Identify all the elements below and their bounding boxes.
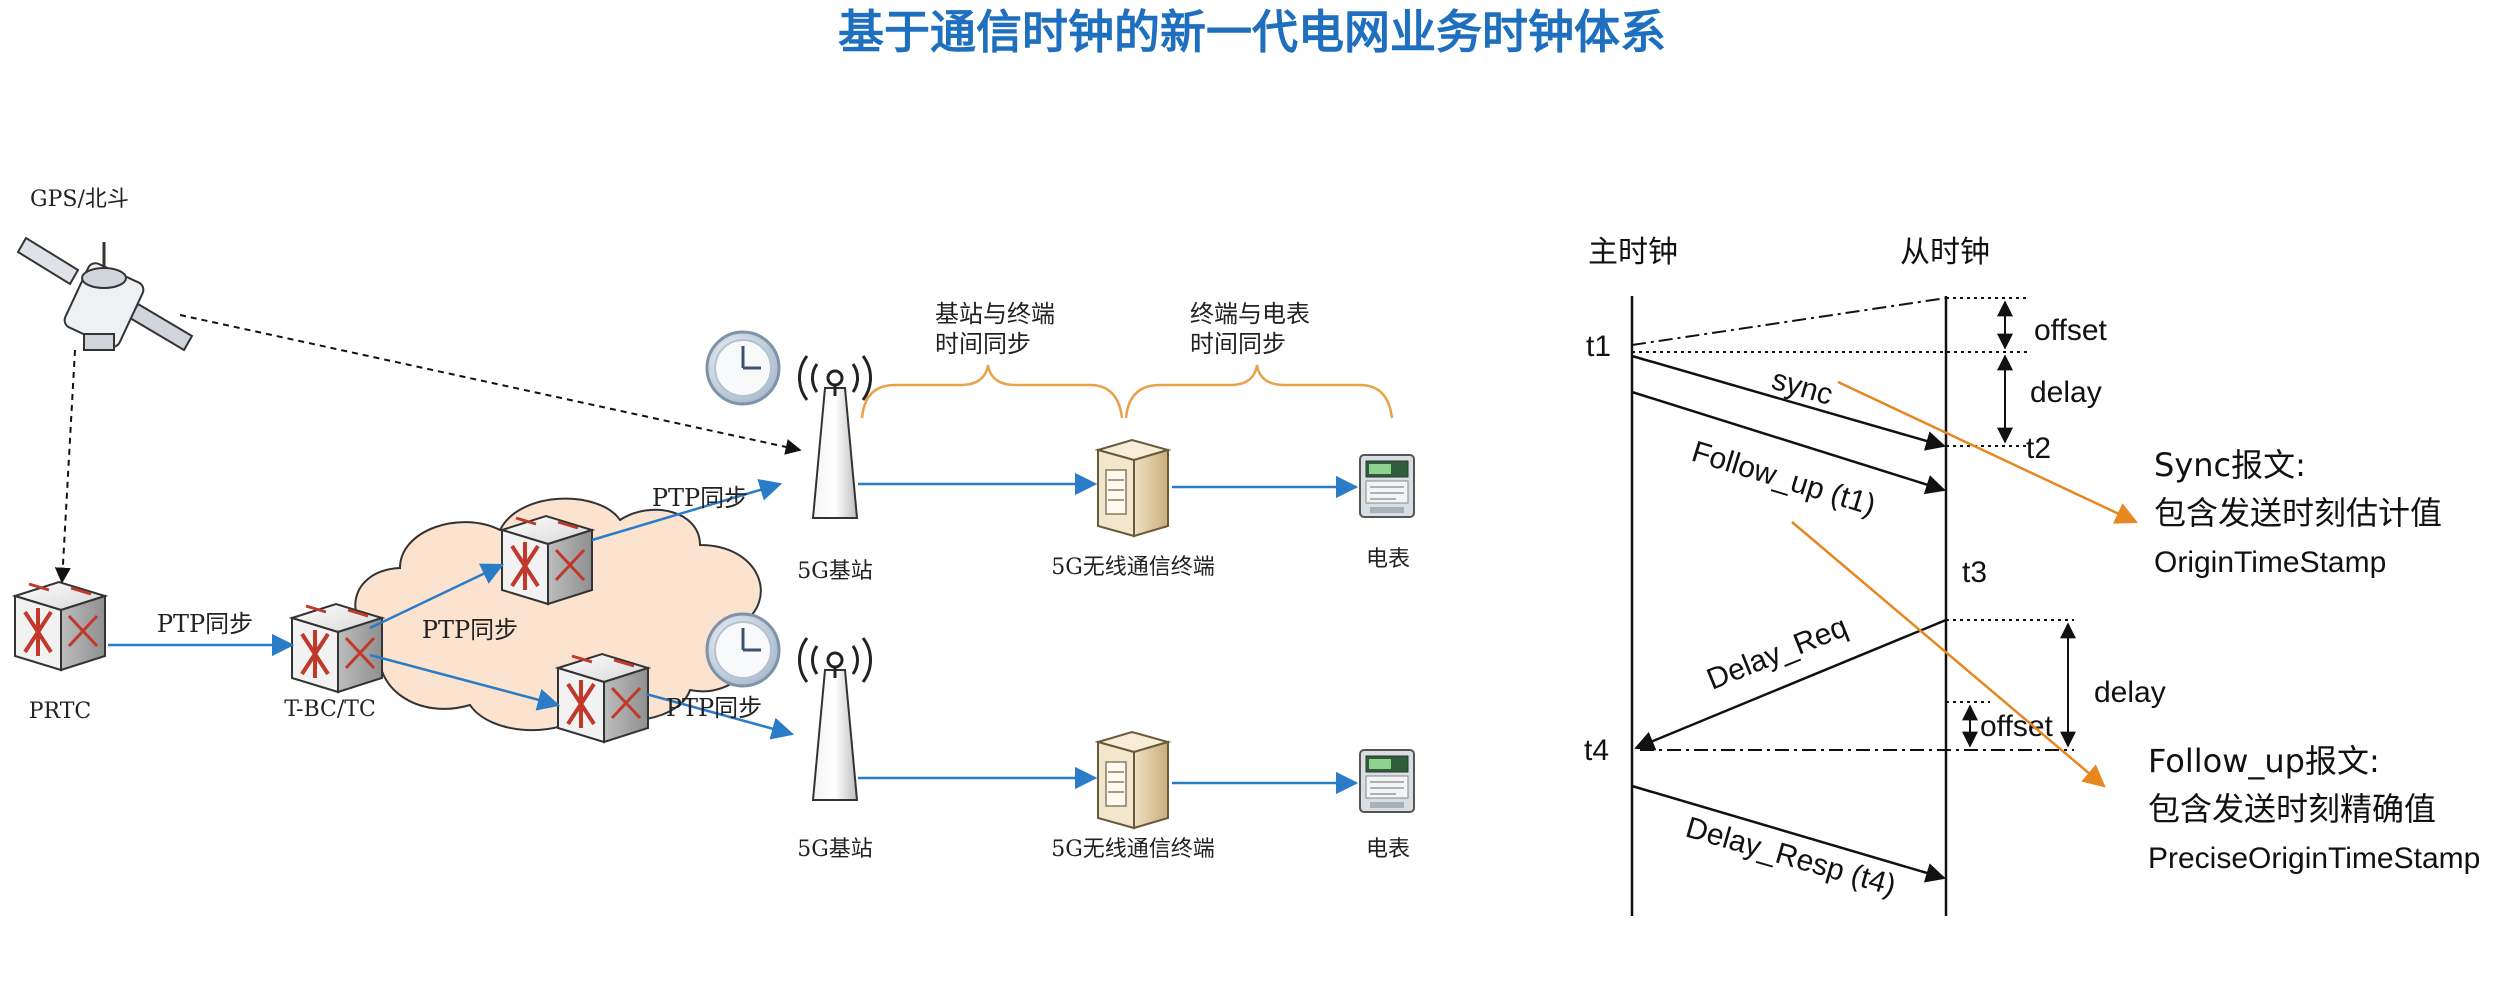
delay-right-label: delay: [2094, 676, 2166, 709]
prtc-switch-icon: [13, 580, 107, 672]
meter-label-bottom: 电表: [1366, 837, 1410, 862]
sync-note-line2: 包含发送时刻估计值: [2154, 494, 2442, 532]
follow-note-line3: PreciseOriginTimeStamp: [2148, 842, 2480, 875]
bracket-terminal-meter-line1: 终端与电表: [1190, 300, 1310, 328]
bracket-terminal-meter: [1124, 364, 1394, 419]
cloud-shape: [354, 497, 762, 732]
clock-icon-bottom: [705, 612, 781, 688]
prtc-label: PRTC: [29, 699, 92, 724]
basestation-antenna-icon-bottom: [797, 636, 873, 802]
meter-label-top: 电表: [1366, 547, 1410, 572]
terminal-icon-top: [1097, 439, 1169, 537]
delay-req-message-arrow: [1634, 618, 1947, 751]
delay-req-message-label: Delay_Req: [1702, 610, 1852, 696]
satellite-icon: [16, 236, 194, 352]
sync-note-line3: OriginTimeStamp: [2154, 546, 2386, 579]
terminal-icon-bottom: [1097, 731, 1169, 829]
offset-bottom-label: offset: [1980, 710, 2053, 743]
meter-icon-top: [1359, 454, 1415, 518]
t4-label: t4: [1584, 734, 1609, 767]
bracket-bs-terminal: [860, 364, 1124, 419]
gps-label: GPS/北斗: [30, 187, 129, 212]
clock-icon-top: [705, 330, 781, 406]
cloud-to-bottom-basestation-link: [645, 692, 795, 740]
delay-top-label: delay: [2030, 376, 2102, 409]
sync-message-arrow: [1631, 354, 1946, 451]
tbc-label: T-BC/TC: [284, 697, 376, 722]
sync-note-pointer: [1837, 380, 2139, 524]
cloud-to-top-basestation-link: [591, 478, 783, 542]
master-clock-label: 主时钟: [1588, 235, 1678, 270]
terminal-label-top: 5G无线通信终端: [1051, 555, 1215, 580]
ptp-sync-label-cloud: PTP同步: [422, 616, 518, 644]
bracket-bs-terminal-line1: 基站与终端: [935, 300, 1055, 328]
tbc-switch-icon: [290, 602, 384, 694]
sync-note-line1: Sync报文:: [2154, 446, 2306, 484]
gps-to-basestation-link: [179, 314, 802, 455]
basestation-label-bottom: 5G基站: [797, 837, 873, 862]
tbc-to-cloud-bottom-link: [369, 653, 561, 711]
follow-note-pointer: [1791, 521, 2106, 788]
follow-up-message-label: Follow_up (t1): [1688, 435, 1879, 522]
offset-top-label: offset: [2034, 314, 2107, 347]
cloud-bottom-switch-icon: [556, 652, 650, 744]
basestation-antenna-icon-top: [797, 354, 873, 520]
follow-up-message-arrow: [1631, 390, 1946, 495]
ptp-sync-label-bottom: PTP同步: [666, 694, 762, 722]
meter-icon-bottom: [1359, 749, 1415, 813]
basestation-label-top: 5G基站: [797, 559, 873, 584]
cloud-top-switch-icon: [500, 514, 594, 606]
t3-label: t3: [1962, 556, 1987, 589]
ptp-sync-label-prtc: PTP同步: [157, 610, 253, 638]
delay-resp-message-arrow: [1631, 784, 1946, 883]
slave-clock-label: 从时钟: [1900, 235, 1990, 270]
terminal-label-bottom: 5G无线通信终端: [1051, 837, 1215, 862]
follow-note-line2: 包含发送时刻精确值: [2148, 790, 2436, 828]
ptp-sync-label-top: PTP同步: [652, 484, 748, 512]
tbc-to-cloud-top-link: [369, 563, 505, 630]
t1-dashdot-line: [1631, 297, 1947, 346]
t2-label: t2: [2026, 432, 2051, 465]
t1-label: t1: [1586, 330, 1611, 363]
delay-resp-message-label: Delay_Resp (t4): [1682, 811, 1899, 902]
bracket-bs-terminal-line2: 时间同步: [935, 330, 1031, 358]
sync-message-label: sync: [1768, 363, 1836, 412]
gps-to-prtc-link: [54, 349, 76, 584]
page-title: 基于通信时钟的新一代电网业务时钟体系: [838, 5, 1666, 59]
follow-note-line1: Follow_up报文:: [2148, 742, 2380, 780]
bracket-terminal-meter-line2: 时间同步: [1190, 330, 1286, 358]
